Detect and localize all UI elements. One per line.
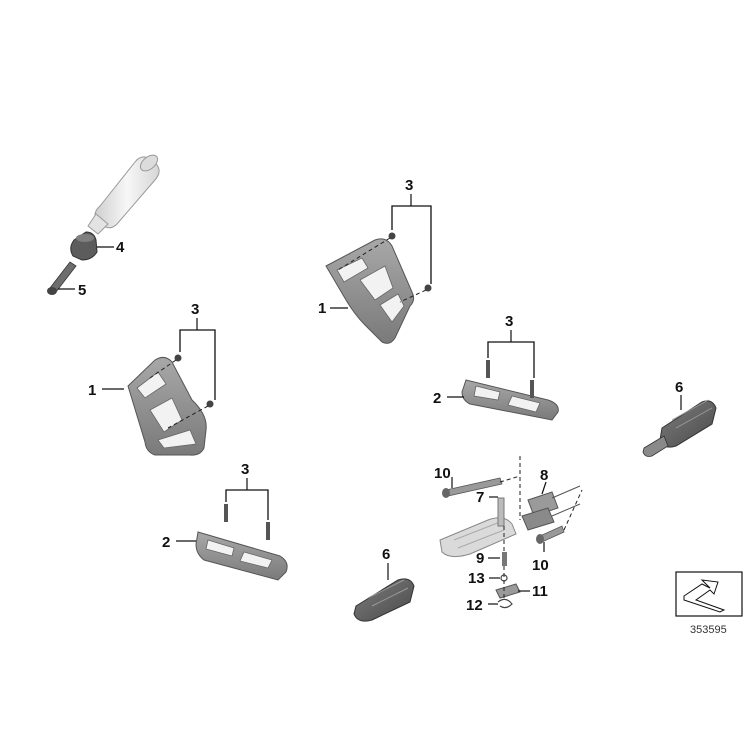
screw-icon [424,284,432,292]
clip-icon [497,598,513,609]
grip-screw-icon [47,261,77,295]
callout-2: 2 [433,390,441,407]
heel-guard-upper: 3 1 [318,177,432,344]
callout-12: 12 [466,597,483,614]
footrest-bracket-left: 3 2 [162,461,288,581]
callout-4: 4 [116,239,125,256]
heel-guard-left: 3 1 [88,301,216,456]
footpeg-center: 6 [353,546,415,622]
callout-10: 10 [434,465,451,482]
screw-icon [206,400,214,408]
callout-2: 2 [162,534,170,551]
grip-icon [87,154,160,235]
callout-3: 3 [505,313,513,330]
screw-icon [224,504,228,522]
callout-8: 8 [540,467,548,484]
callout-6: 6 [382,546,390,563]
footrest-bracket-right: 3 2 [433,313,559,421]
callout-11: 11 [532,583,548,600]
grip-tube-icon [70,231,98,261]
footrest-mechanism: 10 7 8 9 10 13 11 12 [434,456,583,614]
callout-5: 5 [78,282,86,299]
callout-9: 9 [476,550,484,567]
footrest-tread-icon [439,517,517,558]
screw-icon [266,522,270,540]
callout-13: 13 [468,570,485,587]
handlebar-grip-assembly: 4 5 [47,154,160,299]
bolt-short-icon [536,525,565,544]
footpeg-right: 6 [642,379,717,457]
callout-10: 10 [532,557,549,574]
screw-icon [174,354,182,362]
screw-icon [530,380,534,398]
spring-icon [502,552,507,566]
callout-1: 1 [88,382,96,399]
screw-icon [486,360,490,378]
callout-1: 1 [318,300,326,317]
arrow-icon [683,579,726,613]
callout-6: 6 [675,379,683,396]
footpeg-icon [659,400,717,448]
plate-icon [495,583,521,599]
callout-3: 3 [405,177,413,194]
callout-3: 3 [191,301,199,318]
callout-7: 7 [476,489,484,506]
reference-number: 353595 [690,624,727,636]
holder-icon [521,491,559,531]
bolt-long-icon [442,477,503,498]
reference-box: 353595 [675,571,743,636]
pin-icon [497,497,505,527]
bracket-plate-icon [195,531,288,581]
screw-icon [388,232,396,240]
callout-3: 3 [241,461,249,478]
